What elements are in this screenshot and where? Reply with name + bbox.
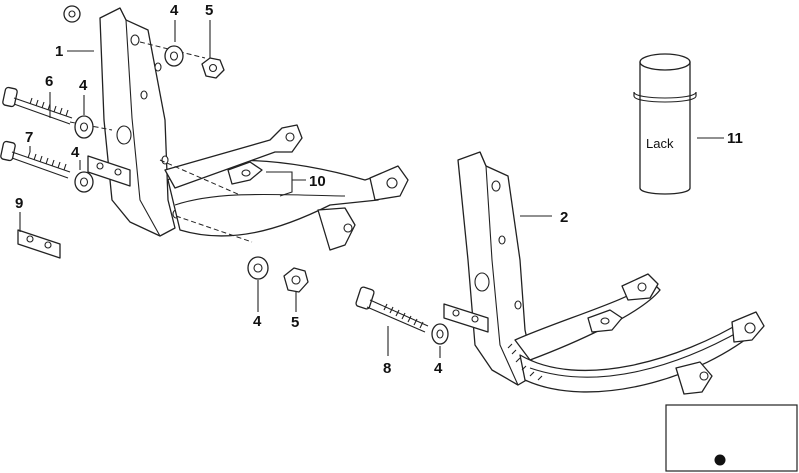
callout-1: 1 bbox=[55, 43, 63, 60]
callout-4-bolt6: 4 bbox=[79, 77, 88, 94]
bolt-6 bbox=[2, 86, 73, 125]
hardware-upper bbox=[0, 5, 309, 293]
callout-8: 8 bbox=[383, 360, 391, 377]
callout-11: 11 bbox=[727, 130, 743, 147]
callout-9: 9 bbox=[15, 195, 23, 212]
callout-10: 10 bbox=[309, 173, 326, 190]
leader-lines bbox=[19, 20, 724, 358]
callout-2: 2 bbox=[560, 209, 568, 226]
callout-5-bottom: 5 bbox=[291, 314, 299, 331]
callout-4-bottom: 4 bbox=[253, 313, 262, 330]
callout-4-top: 4 bbox=[170, 2, 179, 19]
callout-7: 7 bbox=[25, 129, 33, 146]
callout-4-lower: 4 bbox=[434, 360, 443, 377]
callout-labels: 1 2 4 4 4 4 4 5 5 6 7 8 9 10 11 bbox=[15, 2, 743, 377]
hardware-lower bbox=[355, 286, 449, 345]
bracket-1 bbox=[69, 7, 409, 251]
callout-4-bolt7: 4 bbox=[71, 144, 80, 161]
bolt-7 bbox=[0, 140, 71, 179]
plate-9 bbox=[17, 229, 61, 259]
callout-5-top: 5 bbox=[205, 2, 213, 19]
paint-can: Lack bbox=[633, 53, 697, 195]
dot-icon bbox=[714, 454, 726, 466]
bracket-2 bbox=[443, 151, 765, 395]
inset-box bbox=[665, 404, 798, 472]
paint-can-label: Lack bbox=[646, 136, 674, 151]
callout-6: 6 bbox=[45, 73, 53, 90]
